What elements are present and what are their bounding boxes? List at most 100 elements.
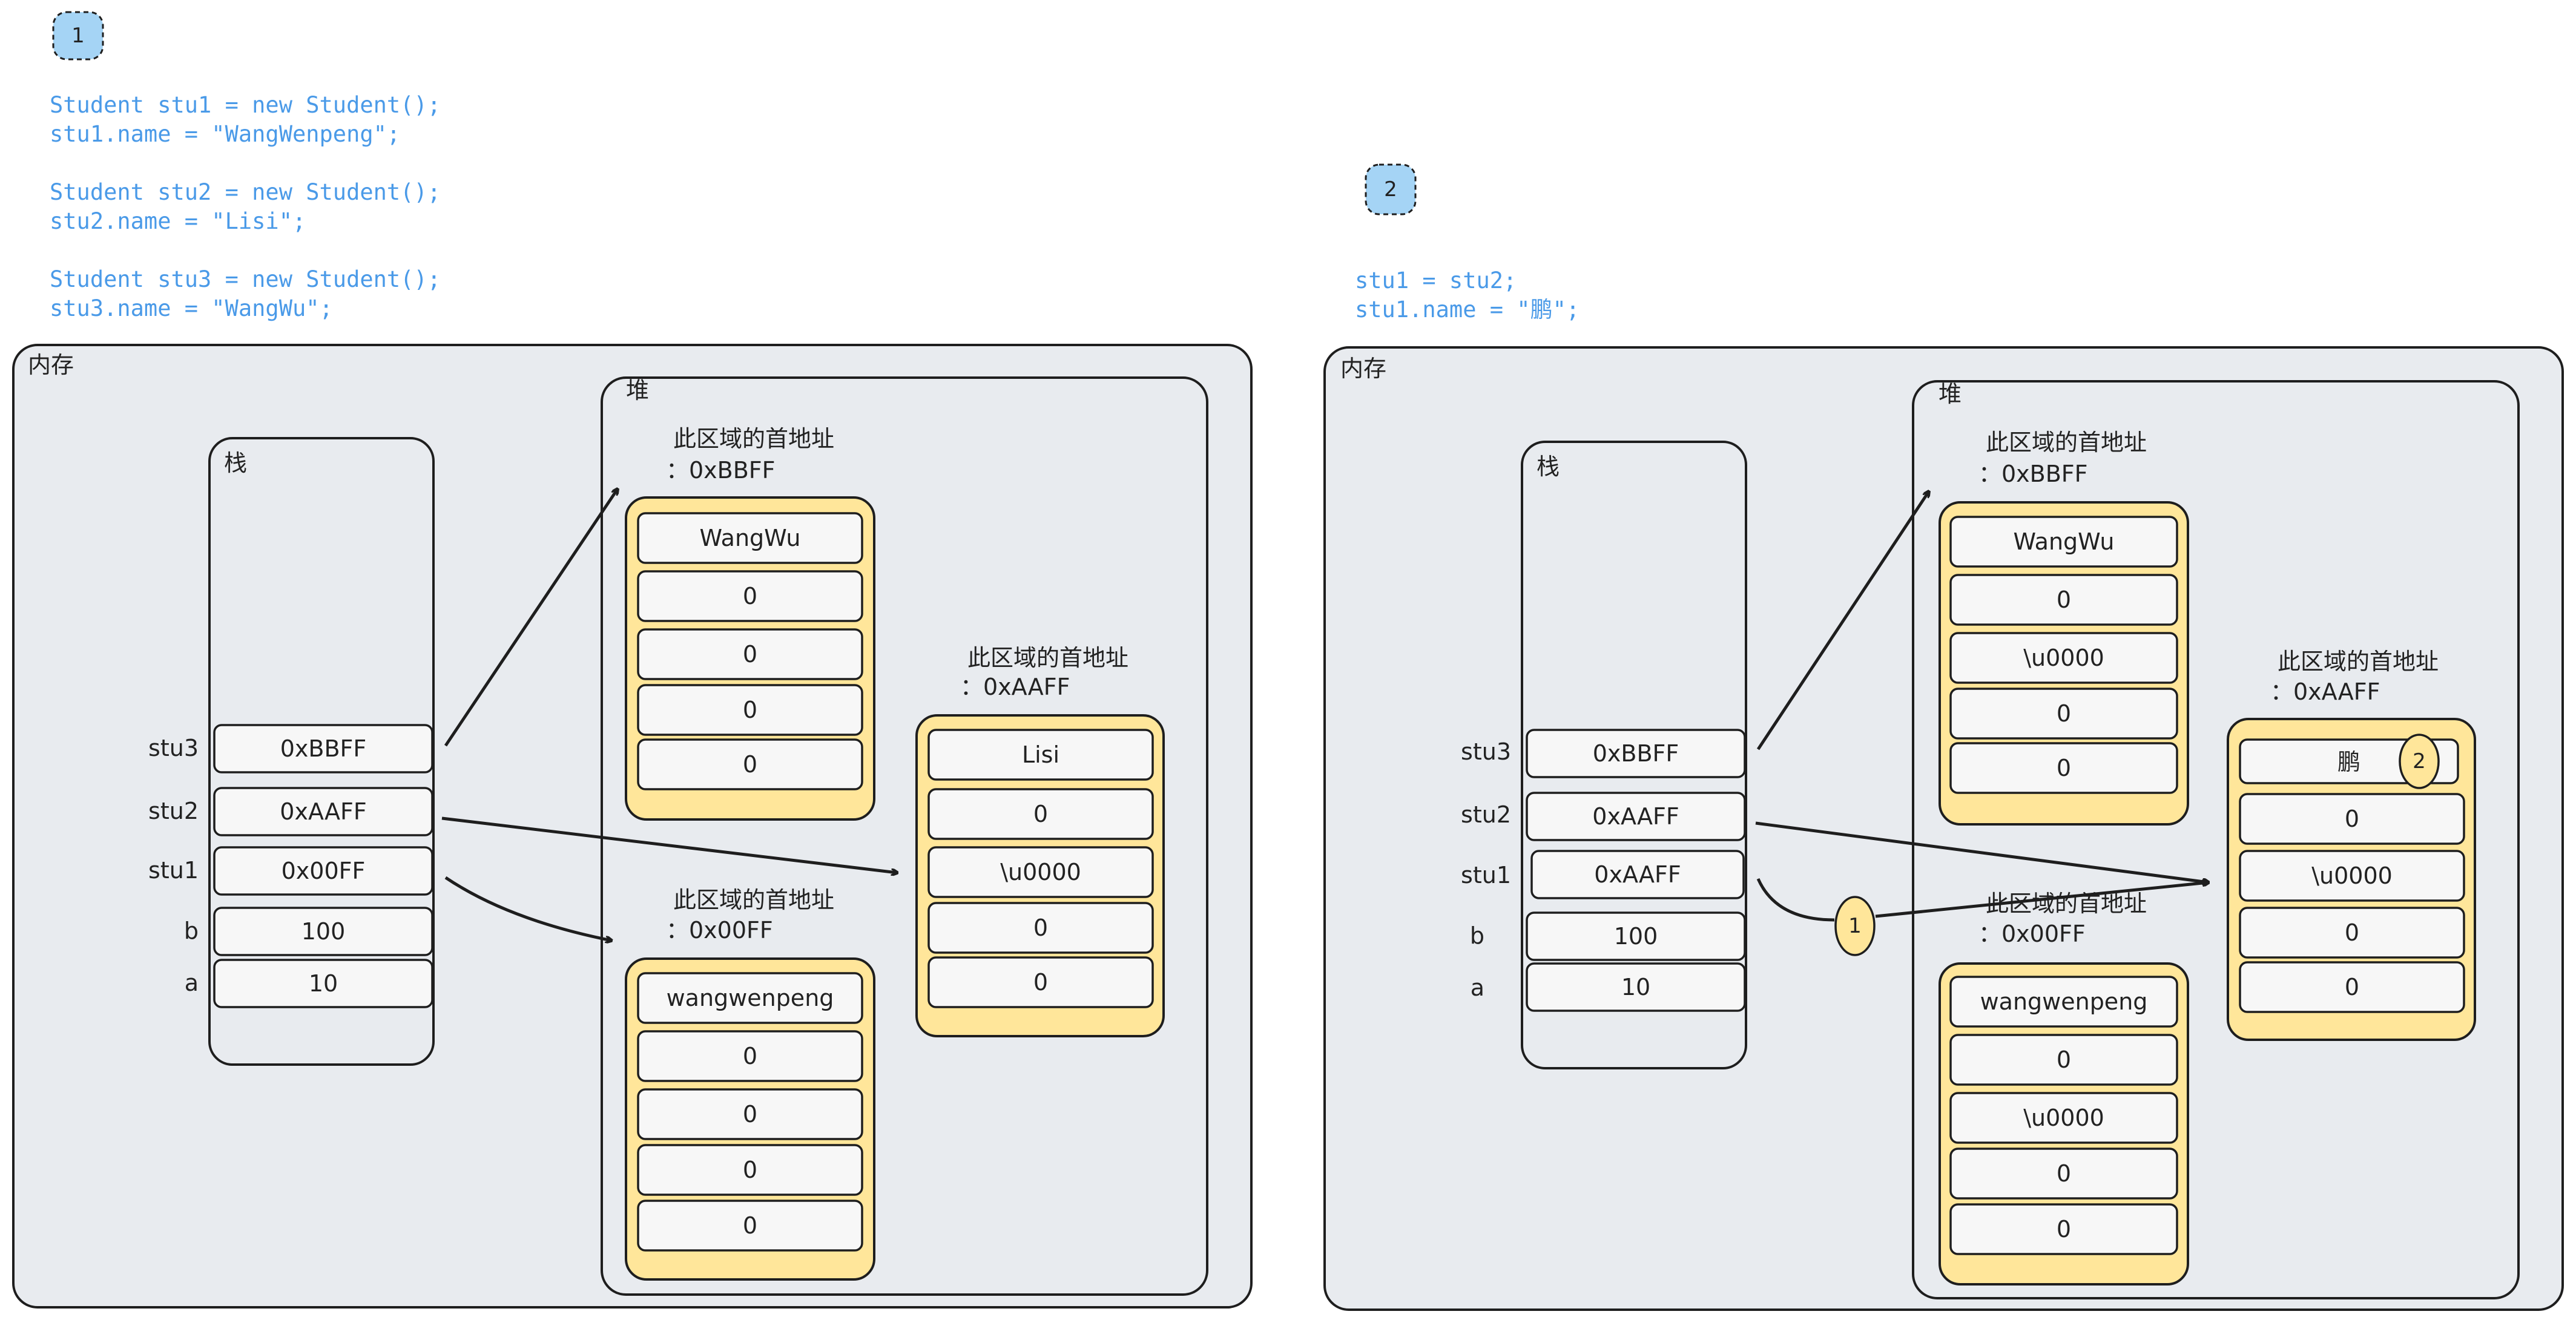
stack-cell-value: 0xBBFF — [1593, 740, 1679, 767]
addr-label: ：0xBBFF — [1978, 461, 2088, 487]
field-cell — [927, 729, 1154, 781]
code-block: Student stu1 = new Student(); stu1.name … — [50, 92, 441, 321]
panel-2: 2 stu1 = stu2; stu1.name = "鹏"; 内存 堆 栈 s… — [1323, 163, 2564, 1311]
memory-region — [12, 344, 1253, 1309]
addr-label: 此区域的首地址 — [673, 887, 834, 913]
pointer-arrow-stu3 — [444, 489, 618, 747]
code-line: stu3.name = "WangWu"; — [50, 295, 333, 321]
field-value: 0 — [2345, 974, 2359, 1000]
memory-label: 内存 — [28, 352, 74, 378]
stack-label: 栈 — [224, 450, 247, 476]
code-line: stu1 = stu2; — [1355, 268, 1517, 294]
field-value: 0 — [743, 751, 757, 778]
stack-region — [208, 437, 435, 1066]
var-name: b — [184, 918, 199, 944]
heap-object-bbff: 此区域的首地址 ：0xBBFF WangWu 0 0 0 0 — [625, 425, 875, 821]
var-name: stu3 — [1461, 738, 1511, 765]
stack-cell-value: 10 — [309, 970, 338, 997]
var-name: stu2 — [1461, 801, 1511, 828]
heap-object-aaff: 此区域的首地址 ：0xAAFF Lisi 0 \u0000 0 0 — [915, 645, 1165, 1037]
field-value: 0 — [2057, 586, 2071, 613]
field-cell — [927, 788, 1154, 840]
step-marker — [1834, 896, 1876, 956]
field-cell — [637, 512, 863, 564]
stack-vars: stu3 0xBBFF stu2 0xAAFF stu1 0x00FF b 10… — [148, 724, 433, 1008]
field-value: 0 — [743, 1212, 757, 1239]
field-cell — [1949, 742, 2178, 794]
field-value: 0 — [743, 1101, 757, 1128]
addr-label: 此区域的首地址 — [1986, 429, 2147, 456]
field-value: WangWu — [2014, 528, 2115, 555]
stack-cell-value: 0xAAFF — [1594, 861, 1681, 888]
var-name: a — [185, 970, 199, 996]
field-value: \u0000 — [2023, 645, 2104, 671]
addr-label: ：0x00FF — [1978, 921, 2086, 947]
pointer-arrow-stu2 — [441, 816, 897, 873]
heap-object-00ff: 此区域的首地址 ：0x00FF wangwenpeng 0 \u0000 0 0 — [1939, 890, 2189, 1286]
code-line: Student stu2 = new Student(); — [50, 179, 441, 205]
field-cell — [1949, 1148, 2178, 1200]
field-value: 0 — [743, 1157, 757, 1183]
code-block: stu1 = stu2; stu1.name = "鹏"; — [1355, 268, 1580, 323]
field-cell — [637, 570, 863, 622]
var-name: stu1 — [148, 857, 199, 884]
addr-label: ：0xAAFF — [960, 674, 1070, 700]
field-cell — [2239, 907, 2465, 959]
heap-object-aaff: 此区域的首地址 ：0xAAFF 鹏 0 \u0000 0 0 2 — [2227, 648, 2476, 1041]
heap-label: 堆 — [1939, 381, 1962, 407]
addr-label: 此区域的首地址 — [2278, 648, 2439, 675]
field-cell — [637, 684, 863, 736]
stack-cell — [213, 846, 433, 896]
field-cell — [637, 1088, 863, 1140]
stack-cell — [213, 787, 433, 836]
field-value: 0 — [2057, 755, 2071, 781]
field-value: \u0000 — [1000, 859, 1081, 885]
stack-region — [1521, 441, 1747, 1069]
field-value: 0 — [2057, 700, 2071, 727]
code-line: Student stu3 = new Student(); — [50, 266, 441, 292]
field-value: 0 — [2057, 1160, 2071, 1187]
heap-object-bbff: 此区域的首地址 ：0xBBFF WangWu 0 \u0000 0 0 — [1939, 429, 2189, 826]
code-line: stu2.name = "Lisi"; — [50, 208, 306, 234]
field-cell — [927, 956, 1154, 1008]
stack-cell — [213, 959, 433, 1008]
field-value: wangwenpeng — [667, 985, 834, 1011]
field-value: \u0000 — [2311, 862, 2393, 889]
code-line: Student stu1 = new Student(); — [50, 92, 441, 118]
field-cell — [1949, 688, 2178, 740]
code-line: stu1.name = "WangWenpeng"; — [50, 121, 400, 147]
field-value: Lisi — [1022, 741, 1059, 768]
field-cell — [1949, 1034, 2178, 1086]
step-badge-label: 2 — [1384, 177, 1397, 202]
pointer-arrow-stu1 — [1756, 879, 2209, 922]
stack-cell — [1526, 911, 1746, 961]
field-value: 0 — [743, 641, 757, 668]
var-name: a — [1471, 974, 1484, 1001]
stack-cell-value: 100 — [1614, 923, 1658, 950]
stack-cell — [1526, 729, 1746, 778]
code-line: stu1.name = "鹏"; — [1355, 297, 1580, 323]
var-name: stu1 — [1461, 862, 1511, 888]
field-value: 0 — [743, 697, 757, 723]
field-cell — [927, 846, 1154, 898]
field-value: 鹏 — [2337, 749, 2360, 775]
step-marker — [2399, 734, 2440, 789]
var-name: b — [1470, 922, 1484, 949]
field-value: 0 — [2345, 919, 2359, 946]
stack-cell — [1526, 962, 1746, 1012]
stack-cell — [213, 907, 433, 956]
stack-cell — [1526, 792, 1746, 841]
field-value: \u0000 — [2023, 1105, 2104, 1131]
field-cell — [2239, 850, 2465, 902]
stack-cell-value: 0xAAFF — [280, 798, 366, 825]
field-cell — [1949, 1203, 2178, 1255]
field-value: 0 — [743, 583, 757, 609]
stack-label: 栈 — [1537, 453, 1560, 480]
stack-cell-value: 100 — [301, 918, 346, 945]
heap-label: 堆 — [626, 377, 649, 404]
step-badge — [52, 11, 104, 61]
step-badge-label: 1 — [71, 24, 85, 48]
stack-cell — [1530, 850, 1745, 899]
stack-cell-value: 0xAAFF — [1592, 803, 1679, 830]
